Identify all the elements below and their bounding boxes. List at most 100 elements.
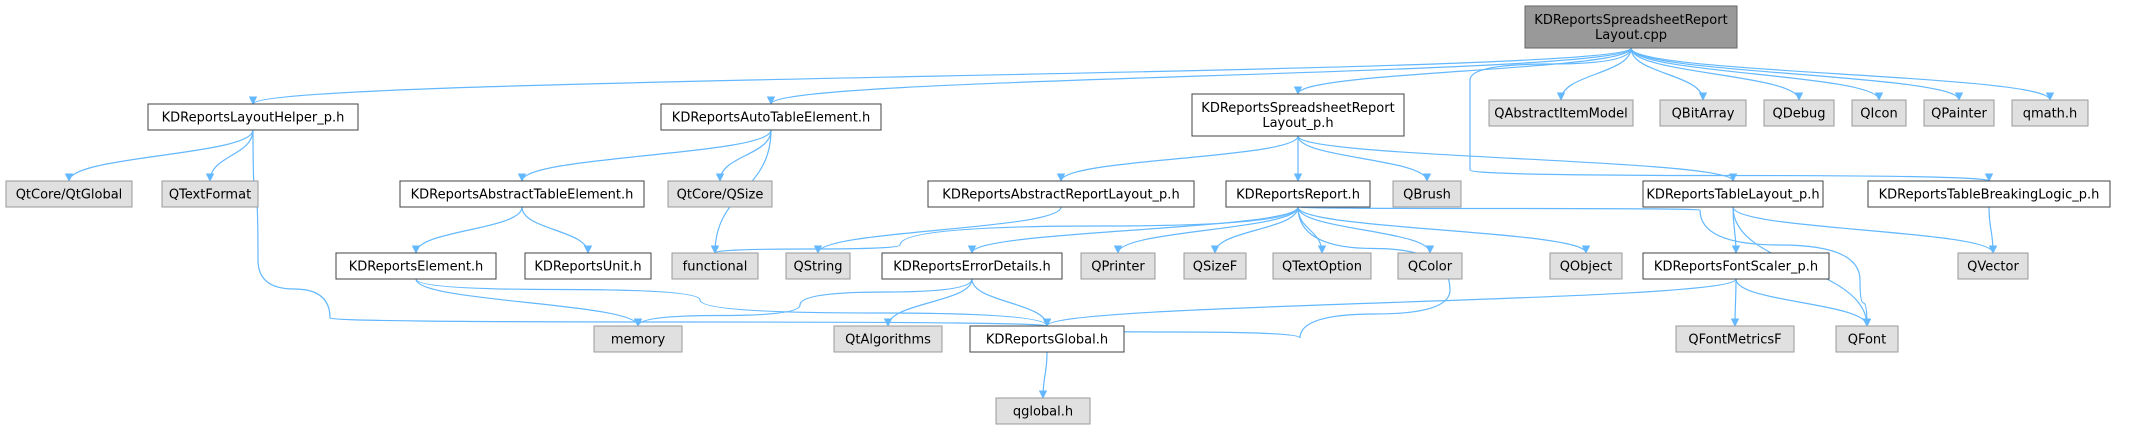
node-label-report: KDReportsReport.h: [1236, 188, 1360, 203]
node-box-qstring: [785, 252, 851, 280]
node-label-qobject: QObject: [1560, 260, 1613, 275]
node-label-functional: functional: [683, 260, 748, 275]
node-box-functional: [671, 252, 759, 280]
node-qfontmetricsf: QFontMetricsF: [1675, 325, 1795, 353]
node-box-qfontmetricsf: [1675, 325, 1795, 353]
node-tablelayout[interactable]: KDReportsTableLayout_p.h: [1642, 180, 1824, 208]
edge-root-to-autotable: [767, 47, 1632, 105]
node-abstractreportlayout[interactable]: KDReportsAbstractReportLayout_p.h: [927, 180, 1195, 208]
node-box-qsizef: [1183, 252, 1247, 280]
node-box-global: [969, 325, 1125, 353]
edge-sslayout-to-tablelayout: [1297, 135, 1738, 182]
node-qvector: QVector: [1957, 252, 2029, 280]
node-autotable[interactable]: KDReportsAutoTableElement.h: [660, 103, 882, 131]
nodes-layer: KDReportsSpreadsheetReport Layout.cppKDRe…: [5, 5, 2111, 425]
edge-tablelayout-to-qvector: [1732, 206, 1998, 254]
node-global[interactable]: KDReportsGlobal.h: [969, 325, 1125, 353]
edge-errordetails-to-memory: [633, 278, 973, 327]
node-label-qfont: QFont: [1848, 333, 1887, 348]
node-box-fontscaler: [1642, 252, 1830, 280]
node-label-abstractreportlayout: KDReportsAbstractReportLayout_p.h: [942, 188, 1179, 203]
node-box-root: [1524, 5, 1738, 49]
node-box-errordetails: [881, 252, 1063, 280]
node-label-fontscaler: KDReportsFontScaler_p.h: [1654, 260, 1818, 275]
edge-fontscaler-to-qfont: [1735, 278, 1872, 327]
node-errordetails[interactable]: KDReportsErrorDetails.h: [881, 252, 1063, 280]
node-box-qglobal: [995, 397, 1091, 425]
edge-breakinglogic-to-qvector: [1988, 206, 1998, 254]
node-label-memory: memory: [611, 333, 666, 348]
node-box-qtextformat: [161, 180, 259, 208]
node-abstracttable[interactable]: KDReportsAbstractTableElement.h: [399, 180, 645, 208]
node-box-qtextoption: [1272, 252, 1372, 280]
edge-report-to-errordetails: [967, 206, 1299, 254]
node-report[interactable]: KDReportsReport.h: [1225, 180, 1371, 208]
node-qstring: QString: [785, 252, 851, 280]
node-functional: functional: [671, 252, 759, 280]
node-layouthelper[interactable]: KDReportsLayoutHelper_p.h: [147, 103, 359, 131]
node-box-breakinglogic: [1867, 180, 2111, 208]
node-qbitarray: QBitArray: [1659, 99, 1747, 127]
node-qtextoption: QTextOption: [1272, 252, 1372, 280]
node-box-qdebug: [1763, 99, 1835, 127]
node-box-report: [1225, 180, 1371, 208]
node-label-unit: KDReportsUnit.h: [534, 260, 641, 275]
node-label-qbrush: QBrush: [1403, 188, 1451, 203]
node-label-breakinglogic: KDReportsTableBreakingLogic_p.h: [1879, 188, 2100, 203]
node-label-qprinter: QPrinter: [1091, 260, 1145, 275]
node-element[interactable]: KDReportsElement.h: [335, 252, 497, 280]
node-label-qsizef: QSizeF: [1193, 260, 1237, 275]
edge-abstractreportlayout-to-qstring: [813, 206, 1062, 254]
node-label-qpainter: QPainter: [1931, 107, 1987, 122]
edge-report-to-qobject: [1297, 206, 1591, 254]
node-box-qtglobal: [5, 180, 133, 208]
node-qmath: qmath.h: [2011, 99, 2089, 127]
node-box-unit: [524, 252, 652, 280]
edge-autotable-to-qsize: [715, 129, 772, 182]
node-fontscaler[interactable]: KDReportsFontScaler_p.h: [1642, 252, 1830, 280]
node-label-tablelayout: KDReportsTableLayout_p.h: [1646, 188, 1819, 203]
node-box-qtalgorithms: [833, 325, 943, 353]
edge-global-to-qglobal: [1038, 351, 1048, 399]
edge-report-to-qcolor: [1297, 206, 1435, 254]
edge-sslayout-to-qbrush: [1297, 135, 1432, 182]
node-qtalgorithms: QtAlgorithms: [833, 325, 943, 353]
node-label-qglobal: qglobal.h: [1013, 405, 1073, 420]
node-label-root-line-2: Layout.cpp: [1595, 28, 1667, 43]
node-box-qicon: [1851, 99, 1907, 127]
node-box-qbrush: [1392, 180, 1462, 208]
node-label-qcolor: QColor: [1408, 260, 1453, 275]
node-breakinglogic[interactable]: KDReportsTableBreakingLogic_p.h: [1867, 180, 2111, 208]
node-qtglobal: QtCore/QtGlobal: [5, 180, 133, 208]
node-label-sslayout-line-1: KDReportsSpreadsheetReport: [1201, 101, 1394, 116]
node-qglobal: qglobal.h: [995, 397, 1091, 425]
edges-layer: [64, 47, 2055, 399]
node-qobject: QObject: [1549, 252, 1623, 280]
edge-root-to-layouthelper: [249, 47, 1632, 105]
node-qabsitemmodel: QAbstractItemModel: [1488, 99, 1634, 127]
node-qcolor: QColor: [1397, 252, 1463, 280]
edge-element-to-memory: [415, 278, 643, 327]
edge-fontscaler-to-qfontmetricsf: [1730, 278, 1740, 327]
node-box-abstracttable: [399, 180, 645, 208]
node-box-qpainter: [1923, 99, 1995, 127]
edge-errordetails-to-qtalgorithms: [883, 278, 973, 327]
node-label-qtglobal: QtCore/QtGlobal: [16, 188, 123, 203]
node-qprinter: QPrinter: [1080, 252, 1156, 280]
node-qtextformat: QTextFormat: [161, 180, 259, 208]
edge-root-to-qicon: [1630, 47, 1884, 101]
node-label-global: KDReportsGlobal.h: [986, 333, 1108, 348]
node-unit[interactable]: KDReportsUnit.h: [524, 252, 652, 280]
edge-autotable-to-abstracttable: [517, 129, 772, 182]
node-memory: memory: [593, 325, 683, 353]
node-box-qabsitemmodel: [1488, 99, 1634, 127]
node-box-sslayout: [1191, 93, 1405, 137]
node-box-qvector: [1957, 252, 2029, 280]
node-label-abstracttable: KDReportsAbstractTableElement.h: [411, 188, 634, 203]
node-label-qbitarray: QBitArray: [1672, 107, 1735, 122]
node-label-qtextformat: QTextFormat: [169, 188, 251, 203]
edge-abstracttable-to-unit: [521, 206, 593, 254]
node-qfont: QFont: [1835, 325, 1899, 353]
